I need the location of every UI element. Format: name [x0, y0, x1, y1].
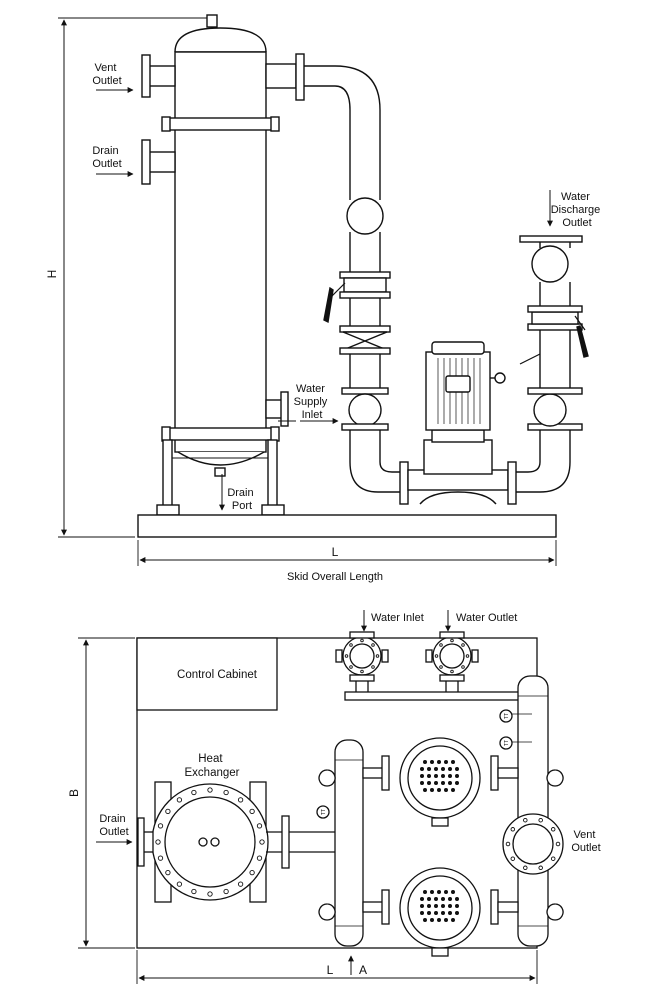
bolt-hole	[371, 665, 375, 669]
pump-bottom-grille	[420, 890, 459, 922]
bolt-hole	[157, 823, 164, 829]
bolt-hole	[439, 665, 443, 669]
bolt-hole	[371, 643, 375, 647]
bolt-hole	[461, 643, 465, 647]
bolt-hole	[249, 808, 255, 815]
bolt-hole	[259, 839, 265, 845]
bolt-hole	[191, 789, 197, 796]
width-dimension	[78, 637, 135, 949]
drain-port-label: Drain Port	[227, 487, 256, 512]
bolt-hole	[155, 839, 161, 845]
flange-bolt-rings	[155, 638, 561, 897]
control-cabinet	[136, 637, 278, 711]
pump-plan-bottom	[362, 867, 519, 957]
bolt-hole	[256, 823, 263, 829]
temperature-transmitter-right-upper	[499, 709, 513, 723]
pump-plan-top	[362, 737, 519, 827]
bolt-hole	[176, 797, 183, 803]
bolt-hole	[439, 643, 443, 647]
bolt-hole	[461, 665, 465, 669]
bolt-hole	[510, 856, 516, 861]
bolt-hole	[375, 654, 380, 658]
bolt-hole	[237, 797, 244, 803]
tt-tag-right-upper: TT	[504, 713, 510, 719]
bolt-hole	[349, 665, 353, 669]
bolt-hole	[256, 855, 263, 861]
water-inlet-fitting	[335, 631, 389, 692]
height-dimension	[58, 17, 215, 538]
bolt-hole	[249, 869, 255, 876]
plan-drain-outlet-label: Drain Outlet	[99, 813, 128, 838]
width-dimension-label: B	[67, 789, 81, 797]
temperature-transmitter-left	[316, 805, 330, 819]
bolt-hole	[523, 865, 528, 871]
plan-length-label: L	[327, 963, 334, 977]
tt-tag-right-lower: TT	[504, 740, 510, 746]
bolt-hole	[191, 888, 197, 895]
bolt-hole	[237, 881, 244, 887]
bolt-hole	[510, 827, 516, 832]
bolt-hole	[157, 855, 164, 861]
plan-length-dimension	[136, 950, 538, 984]
water-outlet-label: Water Outlet	[456, 612, 517, 624]
right-manifold	[502, 675, 564, 947]
discharge-pipe	[507, 235, 589, 505]
bolt-hole	[207, 891, 213, 897]
section-a-label: A	[359, 963, 367, 977]
skid-base	[137, 514, 557, 538]
bolt-hole	[450, 669, 454, 674]
bolt-hole	[165, 869, 171, 876]
bolt-hole	[360, 638, 364, 643]
bolt-hole	[550, 856, 556, 861]
length-dimension	[137, 540, 557, 566]
bolt-hole	[555, 841, 561, 847]
height-dimension-label: H	[45, 270, 59, 279]
bolt-hole	[465, 654, 470, 658]
bolt-hole	[505, 841, 511, 847]
bolt-hole	[207, 787, 213, 793]
water-supply-inlet-label: Water Supply Inlet	[294, 383, 331, 421]
pump-top-grille	[420, 760, 459, 792]
plan-vent-outlet-label: Vent Outlet	[571, 829, 600, 854]
bolt-hole	[450, 638, 454, 643]
temperature-transmitter-right-lower	[499, 736, 513, 750]
bolt-hole	[344, 654, 349, 658]
bolt-hole	[523, 817, 528, 823]
skid-overall-length-caption: Skid Overall Length	[287, 571, 383, 583]
heat-exchanger-label: Heat Exchanger	[185, 753, 240, 779]
separator-vessel	[141, 14, 305, 516]
bolt-hole	[360, 669, 364, 674]
drain-outlet-label: Drain Outlet	[92, 145, 121, 170]
bolt-hole	[349, 643, 353, 647]
plan-view	[78, 610, 564, 984]
left-manifold	[318, 739, 364, 947]
bolt-hole	[165, 808, 171, 815]
tt-tag-left: TT	[321, 809, 327, 815]
control-cabinet-label: Control Cabinet	[177, 669, 258, 681]
bolt-hole	[434, 654, 439, 658]
water-discharge-outlet-label: Water Discharge Outlet	[551, 191, 604, 229]
vertical-pump	[407, 341, 509, 505]
bolt-hole	[223, 888, 229, 895]
water-inlet-label: Water Inlet	[371, 612, 424, 624]
water-outlet-fitting	[425, 631, 479, 692]
bolt-hole	[176, 881, 183, 887]
bolt-hole	[538, 865, 543, 871]
suction-pipe	[304, 65, 409, 505]
bolt-hole	[538, 817, 543, 823]
elevation-view	[58, 14, 589, 566]
elevation-length-label: L	[332, 545, 339, 559]
heat-exchanger	[137, 781, 340, 903]
header-pipe	[344, 691, 523, 701]
bolt-hole	[550, 827, 556, 832]
vent-outlet-label: Vent Outlet	[92, 62, 121, 87]
bolt-hole	[223, 789, 229, 796]
